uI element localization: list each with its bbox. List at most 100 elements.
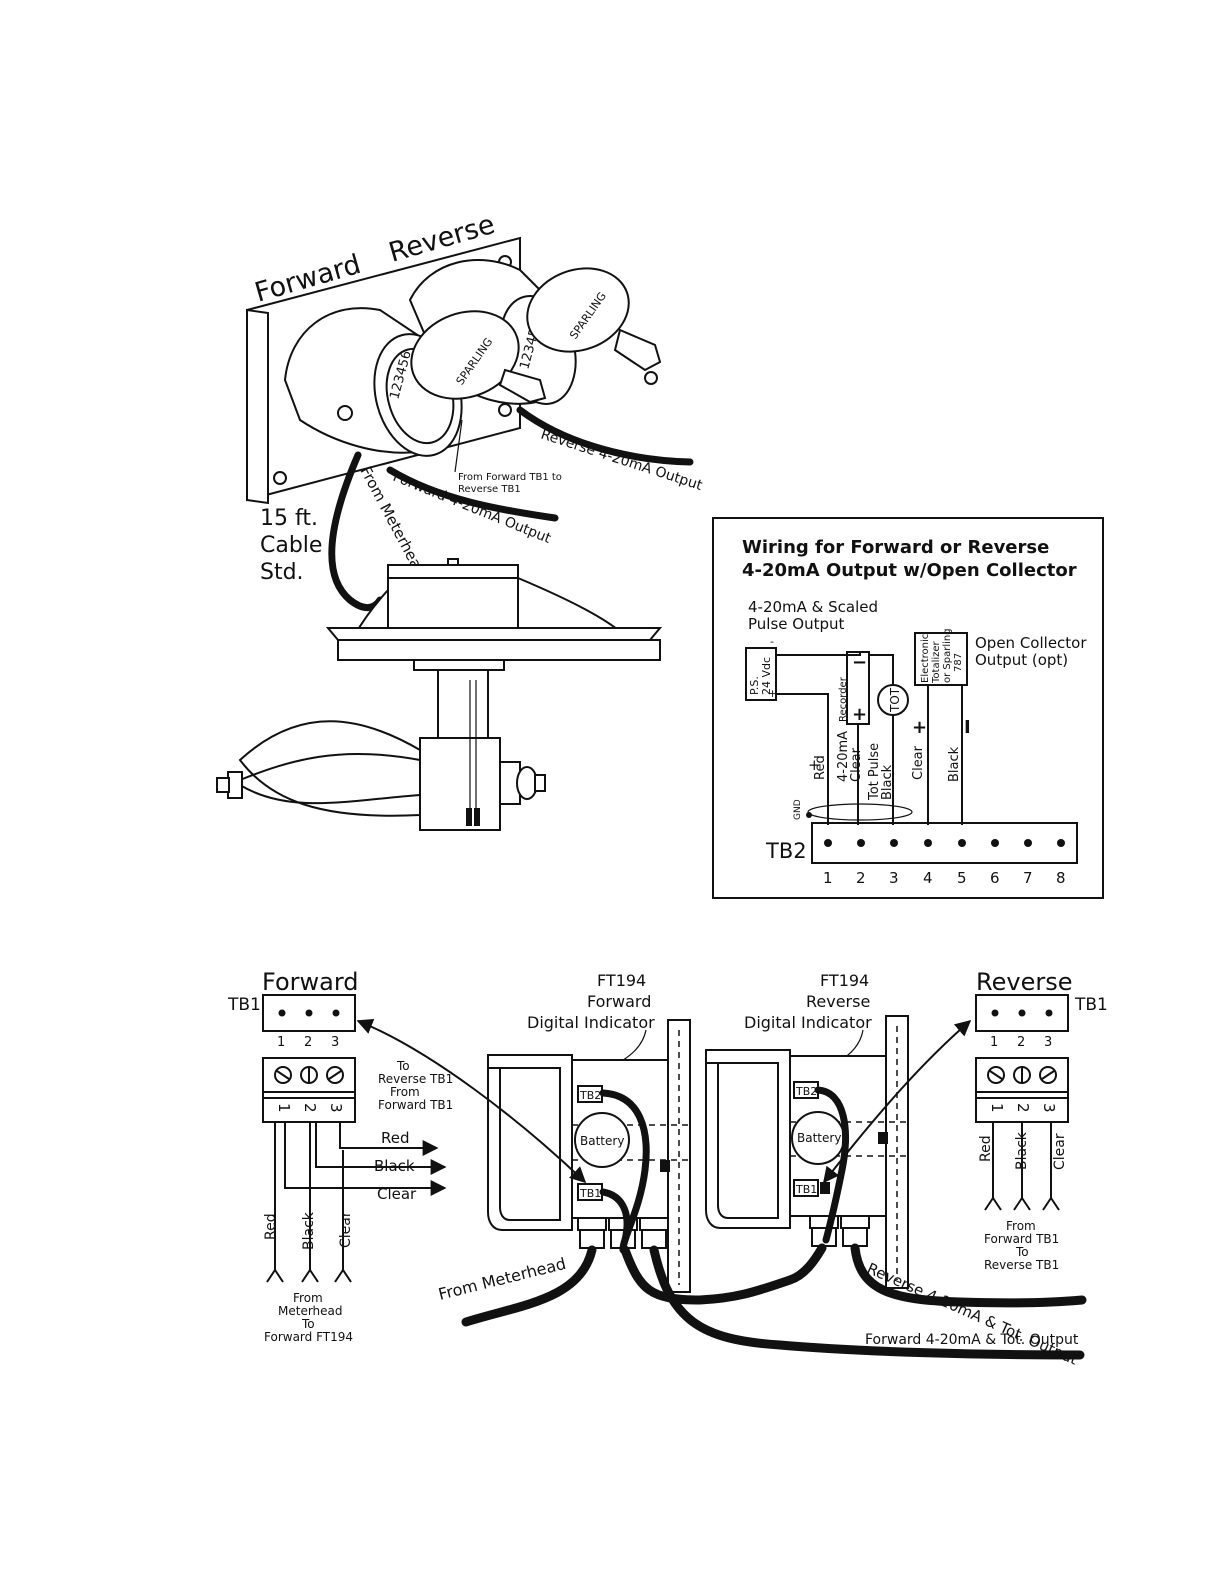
tb2-terminal-1: 1 [823, 869, 833, 887]
cable-text-3: Std. [260, 560, 304, 585]
reverse-tb1-terminal-3: 3 [1044, 1035, 1052, 1050]
pulse-label-1: 4-20mA & Scaled [748, 598, 878, 616]
ps-label-2: 24 Vdc [760, 657, 773, 695]
recorder-minus: − [852, 652, 867, 673]
arrow-red-label: Red [381, 1129, 410, 1147]
svg-text:1: 1 [275, 1103, 293, 1113]
tb2-terminal-dots [824, 839, 1065, 847]
rev-tb1: TB1 [795, 1183, 817, 1196]
recorder-plus: + [852, 704, 867, 725]
wire-black-label: Black [947, 746, 962, 782]
from-meterhead-1: From [293, 1291, 323, 1305]
reverse-tb1-label: TB1 [1074, 995, 1108, 1015]
reverse-indicator: TB2 TB1 Battery [705, 1015, 909, 1289]
wire-clear-label: Clear [911, 745, 926, 780]
rev-tb2: TB2 [795, 1085, 817, 1098]
forward-cap [410, 310, 520, 400]
from-meterhead-2: Meterhead [278, 1304, 343, 1318]
forward-output-cable [386, 466, 559, 522]
meter-illustration: 123456 123456 SPARLING SPARLING Forward … [216, 209, 705, 831]
jumper-label-2: Reverse TB1 [458, 484, 521, 495]
svg-text:2: 2 [301, 1103, 319, 1113]
tb2-terminal-3: 3 [889, 869, 899, 887]
etot-label-1: Electronic [920, 634, 931, 683]
recorder-label: Recorder [838, 676, 849, 722]
reverse-tb1-terminal-2: 2 [1017, 1035, 1025, 1050]
v-black-label: Black [301, 1211, 317, 1250]
forward-tb1-terminal-2: 2 [304, 1035, 312, 1050]
jumper-cable [620, 1243, 827, 1305]
cable-text-2: Cable [260, 533, 322, 558]
tb2-terminal-6: 6 [990, 869, 1000, 887]
rev-from-2: Forward TB1 [984, 1232, 1059, 1246]
fwd-tb1: TB1 [579, 1187, 601, 1200]
rev-from-3: To [1015, 1245, 1029, 1259]
oc-label-1: Open Collector [975, 634, 1087, 652]
rev-battery: Battery [797, 1131, 841, 1145]
power-supply [745, 647, 777, 701]
reverse-cap [526, 267, 630, 353]
rev-v-red-label: Red [978, 1135, 994, 1162]
gnd-label: GND [793, 799, 803, 820]
wire-ma-label-2: Clear [849, 747, 864, 782]
meterhead [216, 558, 663, 831]
svg-text:2: 2 [1014, 1103, 1032, 1113]
arrow-clear-label: Clear [377, 1185, 417, 1203]
ps-label-1: P.S. [748, 676, 761, 695]
svg-text:3: 3 [327, 1103, 345, 1113]
to-reverse-4: Forward TB1 [378, 1098, 453, 1112]
etot-plus: + [912, 717, 927, 738]
forward-tb1-terminal-1: 1 [277, 1035, 285, 1050]
etot-label-3: or Sparling [942, 628, 953, 683]
indicators-panel: FT194 Forward Digital Indicator FT194 Re… [356, 971, 1087, 1369]
wire-red [776, 693, 829, 825]
forward-heading: Forward [262, 968, 359, 996]
fwd-ind-2: Forward [587, 992, 651, 1011]
rev-ind-2: Reverse [806, 992, 870, 1011]
svg-text:1: 1 [988, 1103, 1006, 1113]
fwd-tb2: TB2 [579, 1089, 601, 1102]
ps-minus: - [770, 635, 774, 648]
to-reverse-2: Reverse TB1 [378, 1072, 453, 1086]
wire-red-plus: + [808, 756, 821, 774]
from-meterhead-3: To [301, 1317, 315, 1331]
v-red-label: Red [263, 1213, 279, 1240]
wiring-title-2: 4-20mA Output w/Open Collector [742, 560, 1077, 581]
forward-tb1-panel: Forward TB1 1 2 3 1 2 3 To Reverse TB1 F… [227, 968, 453, 1344]
tb2-label: TB2 [765, 839, 807, 863]
to-reverse-3: From [390, 1085, 420, 1099]
wire-red-label: Red [813, 755, 828, 780]
rev-v-clear-label: Clear [1052, 1133, 1068, 1170]
tb2-terminal-2: 2 [856, 869, 866, 887]
rev-from-4: Reverse TB1 [984, 1258, 1059, 1272]
tb2-terminal-numbers: 1 2 3 4 5 6 7 8 [823, 869, 1066, 887]
rev-ind-1: FT194 [820, 971, 869, 990]
tb2-strip [811, 822, 1078, 864]
tb2-terminal-4: 4 [923, 869, 933, 887]
oc-label-2: Output (opt) [975, 651, 1068, 669]
rev-from-1: From [1006, 1219, 1036, 1233]
etot-label-4: 787 [953, 653, 964, 672]
forward-tb1-label: TB1 [227, 995, 261, 1015]
cable-text-1: 15 ft. [260, 506, 318, 531]
reverse-output-cable-bottom [850, 1243, 1087, 1308]
reverse-heading: Reverse [976, 968, 1072, 996]
rev-v-black-label: Black [1014, 1131, 1030, 1170]
tot-label: TOT [888, 687, 902, 713]
forward-tb1-terminal-3: 3 [331, 1035, 339, 1050]
wire-tot-label-1: Tot Pulse [867, 743, 882, 801]
reverse-output-cable [516, 406, 694, 466]
to-reverse-1: To [396, 1059, 410, 1073]
tb2-terminal-7: 7 [1023, 869, 1033, 887]
wire-ps-minus [776, 652, 861, 656]
rev-ind-3: Digital Indicator [744, 1013, 872, 1032]
meterhead-cable [328, 451, 384, 611]
v-clear-label: Clear [338, 1211, 354, 1248]
wire-tot-label-2: Black [880, 764, 895, 800]
svg-text:3: 3 [1040, 1103, 1058, 1113]
arrow-black-label: Black [374, 1157, 415, 1175]
from-meterhead-4: Forward FT194 [264, 1330, 353, 1344]
wiring-title-1: Wiring for Forward or Reverse [742, 537, 1049, 558]
from-meterhead-cable [461, 1245, 597, 1327]
